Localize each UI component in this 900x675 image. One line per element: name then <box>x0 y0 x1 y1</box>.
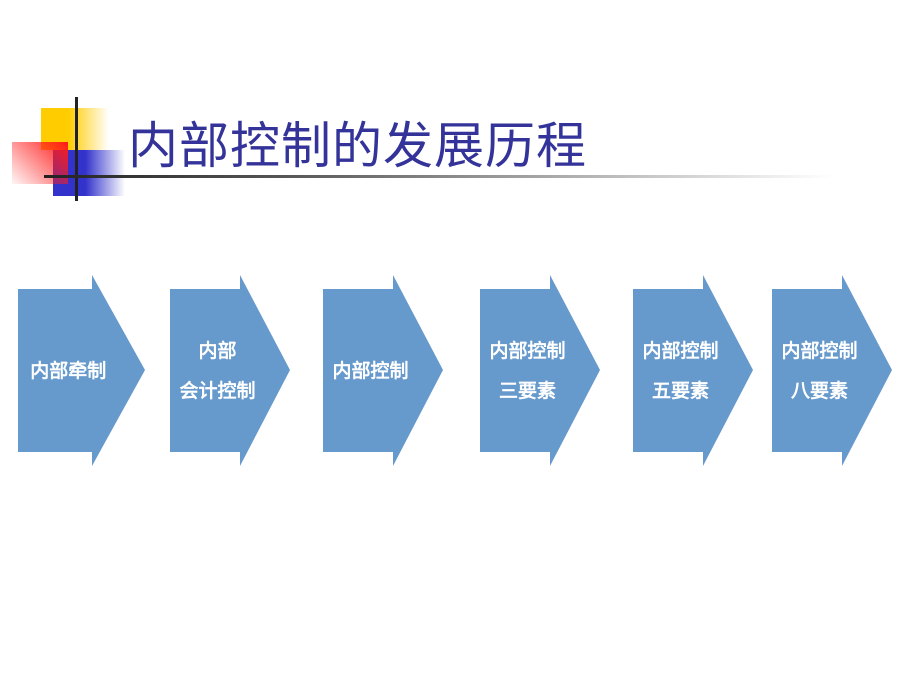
step-label-line: 八要素 <box>790 379 848 402</box>
process-step-arrow: 内部控制八要素 <box>772 275 892 466</box>
step-label: 内部控制五要素 <box>633 275 728 466</box>
step-label-line: 内部控制 <box>642 339 719 362</box>
process-step-arrow: 内部控制 <box>323 275 443 466</box>
process-step-arrow: 内部控制五要素 <box>633 275 753 466</box>
step-label: 内部牵制 <box>18 275 119 466</box>
step-label-line: 五要素 <box>651 379 709 402</box>
slide-title: 内部控制的发展历程 <box>128 117 587 175</box>
step-label: 内部控制八要素 <box>772 275 867 466</box>
arrow-shape <box>18 275 145 466</box>
process-step-arrow: 内部会计控制 <box>170 275 290 466</box>
step-label-line: 内部控制 <box>781 339 858 362</box>
arrow-shape <box>170 275 290 466</box>
step-label: 内部控制 <box>323 275 418 466</box>
step-label-line: 内部控制 <box>489 339 566 362</box>
step-label-line: 内部控制 <box>332 359 409 382</box>
arrow-shape <box>323 275 443 466</box>
step-label: 内部会计控制 <box>170 275 265 466</box>
logo-vertical-line <box>75 97 78 201</box>
step-label-line: 三要素 <box>498 379 556 402</box>
title-underline <box>44 175 834 178</box>
arrow-shape <box>633 275 753 466</box>
step-label-line: 内部牵制 <box>30 359 107 382</box>
process-step-arrow: 内部牵制 <box>18 275 145 466</box>
step-label-line: 会计控制 <box>179 379 256 402</box>
arrow-shape <box>772 275 892 466</box>
arrow-shape <box>480 275 600 466</box>
process-step-arrow: 内部控制三要素 <box>480 275 600 466</box>
step-label-line: 内部 <box>198 339 237 362</box>
step-label: 内部控制三要素 <box>480 275 575 466</box>
